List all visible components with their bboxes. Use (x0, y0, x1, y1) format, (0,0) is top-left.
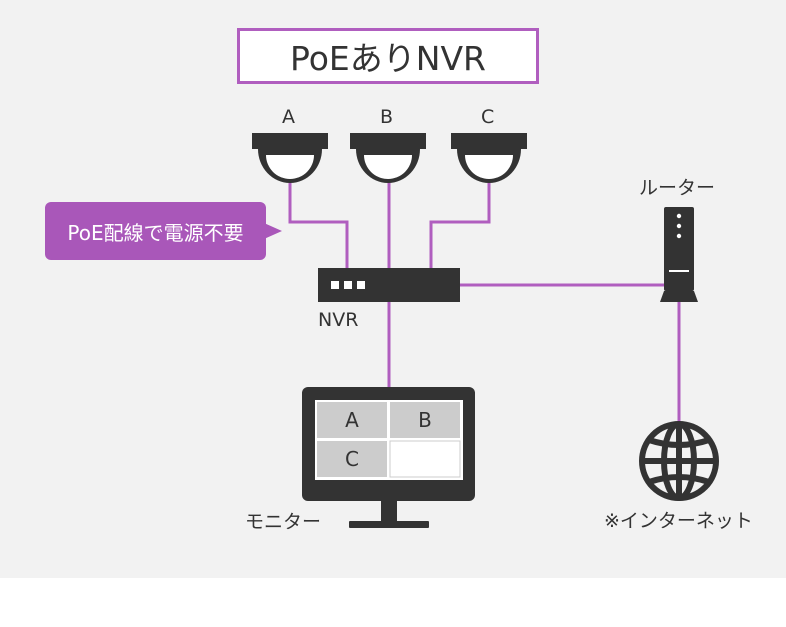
nvr-label: NVR (318, 309, 359, 331)
monitor-label: モニター (245, 511, 322, 533)
globe-icon (639, 421, 719, 501)
cable-camera-c (429, 180, 491, 270)
camera-label-c: C (481, 106, 495, 128)
camera-label-b: B (380, 106, 394, 128)
dome-camera-icon (350, 133, 426, 149)
cable-camera-a (288, 180, 349, 270)
diagram-title: PoEありNVR (237, 28, 539, 84)
monitor-cell-label: A (345, 408, 359, 432)
monitor-cell-a (317, 402, 387, 438)
monitor-icon: A B C (302, 387, 475, 528)
poe-callout: PoE配線で電源不要 (45, 202, 266, 260)
monitor-cell-empty (389, 440, 461, 478)
monitor-cell-b (390, 402, 460, 438)
camera-b (350, 133, 426, 183)
nvr-icon (318, 268, 460, 302)
callout-tail (264, 223, 282, 239)
cables (288, 180, 681, 422)
monitor-cell-c (317, 441, 387, 477)
monitor-cell-label: C (345, 447, 359, 471)
camera-c (451, 133, 527, 183)
internet-label: ※インターネット (604, 510, 753, 532)
dome-camera-icon (451, 133, 527, 149)
dome-camera-icon (252, 133, 328, 149)
monitor-cell-label: B (418, 408, 432, 432)
camera-a (252, 133, 328, 183)
router-icon (660, 207, 698, 302)
camera-label-a: A (282, 106, 295, 128)
router-label: ルーター (639, 177, 716, 199)
